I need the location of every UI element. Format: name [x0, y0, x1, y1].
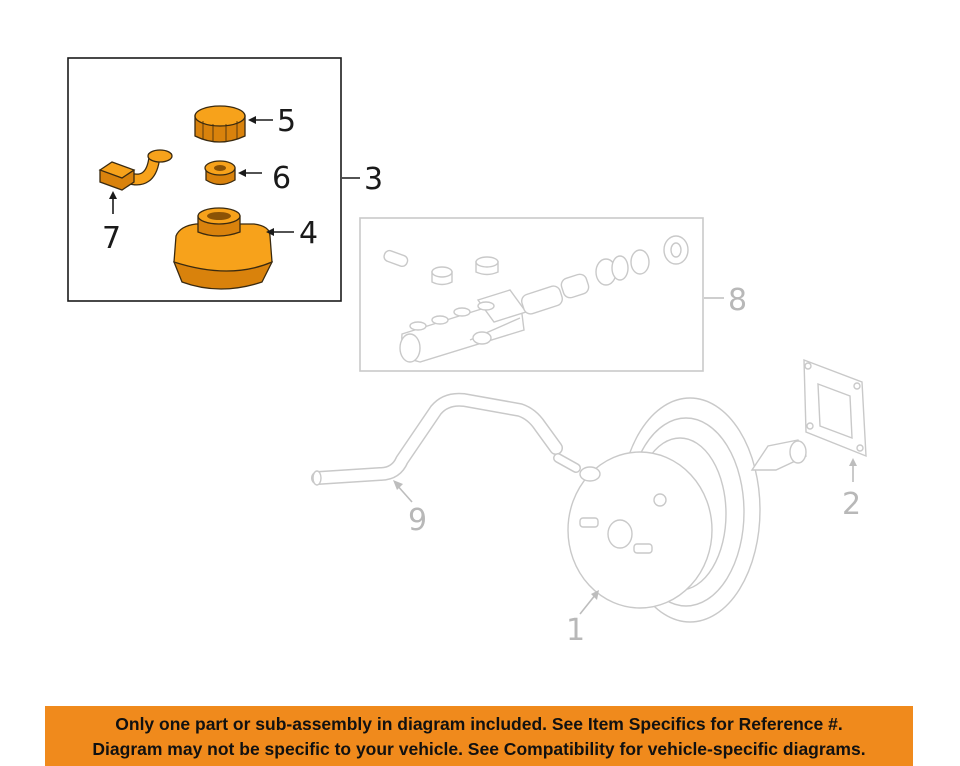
- arrow-9: [393, 480, 403, 490]
- arrow-1: [591, 590, 599, 600]
- callout-2: 2: [842, 487, 861, 522]
- arrow-7: [109, 191, 117, 199]
- reservoir-cap-part: [194, 105, 246, 143]
- reservoir-seal-part: [204, 160, 236, 186]
- brake-booster-part: [553, 397, 807, 623]
- vacuum-hose-part: [311, 392, 563, 486]
- callout-4: 4: [299, 216, 318, 251]
- disclaimer-line-2: Diagram may not be specific to your vehi…: [92, 739, 866, 759]
- arrow-5: [248, 116, 256, 124]
- arrow-6: [238, 169, 246, 177]
- arrow-2: [849, 458, 857, 466]
- callout-8: 8: [728, 283, 747, 318]
- booster-gasket-part: [803, 358, 867, 458]
- reservoir-group-frame: [67, 57, 342, 302]
- disclaimer-banner: Only one part or sub-assembly in diagram…: [45, 706, 913, 766]
- leader-1: [579, 593, 597, 615]
- reservoir-tank-part: [173, 207, 274, 290]
- master-cylinder-part: [383, 235, 689, 363]
- callout-9: 9: [408, 503, 427, 538]
- master-cylinder-frame: [359, 217, 704, 372]
- reservoir-hose-part: [98, 149, 173, 191]
- callout-3: 3: [364, 162, 383, 197]
- disclaimer-line-1: Only one part or sub-assembly in diagram…: [115, 714, 843, 734]
- callout-7: 7: [102, 221, 121, 256]
- callout-5: 5: [277, 104, 296, 139]
- callout-1: 1: [566, 613, 585, 648]
- callout-6: 6: [272, 161, 291, 196]
- arrow-4: [266, 228, 274, 236]
